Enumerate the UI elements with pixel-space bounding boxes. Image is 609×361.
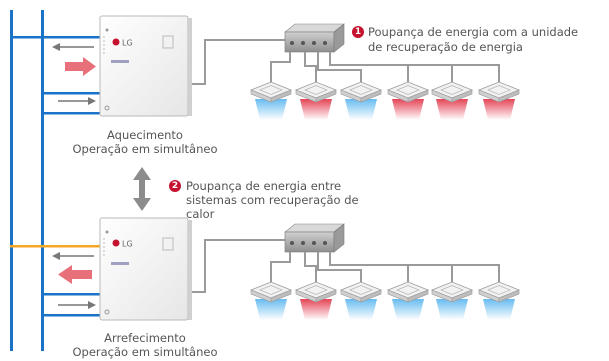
top-unit-caption-line1: Aquecimento [107,128,183,142]
bottom-cassette-2 [294,281,338,320]
bottom-left-arrow-icon [52,252,94,260]
bottom-outdoor-unit: LG [99,217,192,321]
top-cassette-3 [339,81,383,120]
top-unit-caption-line2: Operação em simultâneo [72,142,218,156]
bottom-branch-pipes [270,252,500,282]
bottom-pipe-middle [41,293,101,296]
bottom-cassette-4 [386,281,430,320]
top-cassette-6 [477,81,521,120]
top-heating-arrow-icon [65,57,96,76]
top-cassette-5 [430,81,474,120]
bottom-right-arrow-icon [58,301,96,309]
callout-1-line1: Poupança de energia com a unidade [368,25,579,39]
lg-logo-icon [112,239,120,247]
bottom-pipe-upper [10,245,101,248]
top-cassette-1 [249,81,293,120]
top-outdoor-unit: LG [99,15,192,117]
top-right-arrow-icon [58,97,96,105]
top-heat-recovery-box [284,23,345,53]
top-pipe-middle [41,92,101,95]
callout-2-line3: calor [186,207,215,221]
bottom-cooling-arrow-icon [58,265,92,284]
bottom-cassette-5 [430,281,474,320]
top-cassette-4 [386,81,430,120]
callout-2-line1: Poupança de energia entre [186,179,342,193]
bottom-pipe-lower [41,314,101,317]
double-arrow-icon [133,167,151,211]
indoor-cassettes [249,81,521,320]
top-unit-to-box-pipe [192,39,286,85]
callout-1-line2: de recuperação de energia [368,40,523,54]
main-pipe-left [10,10,13,351]
callout-badge-1: 1 [352,26,364,38]
top-left-arrow-icon [52,43,94,51]
top-unit-brand: LG [122,39,133,48]
top-pipe-lower [41,112,101,115]
top-pipe-upper [10,36,101,39]
lg-logo-icon [112,38,120,46]
top-cassette-2 [294,81,338,120]
bottom-cassette-3 [339,281,383,320]
bottom-unit-brand: LG [122,240,133,249]
main-pipe-right [41,10,44,351]
callout-badge-2: 2 [169,180,181,192]
bottom-unit-to-box-pipe [192,239,286,293]
bottom-heat-recovery-box [284,223,345,253]
bottom-unit-caption-line2: Operação em simultâneo [72,345,218,359]
callout-2-line2: sistemas com recuperação de [186,193,359,207]
bottom-cassette-1 [249,281,293,320]
bottom-unit-caption-line1: Arrefecimento [104,331,186,345]
bottom-cassette-6 [477,281,521,320]
top-branch-pipes [270,52,500,82]
